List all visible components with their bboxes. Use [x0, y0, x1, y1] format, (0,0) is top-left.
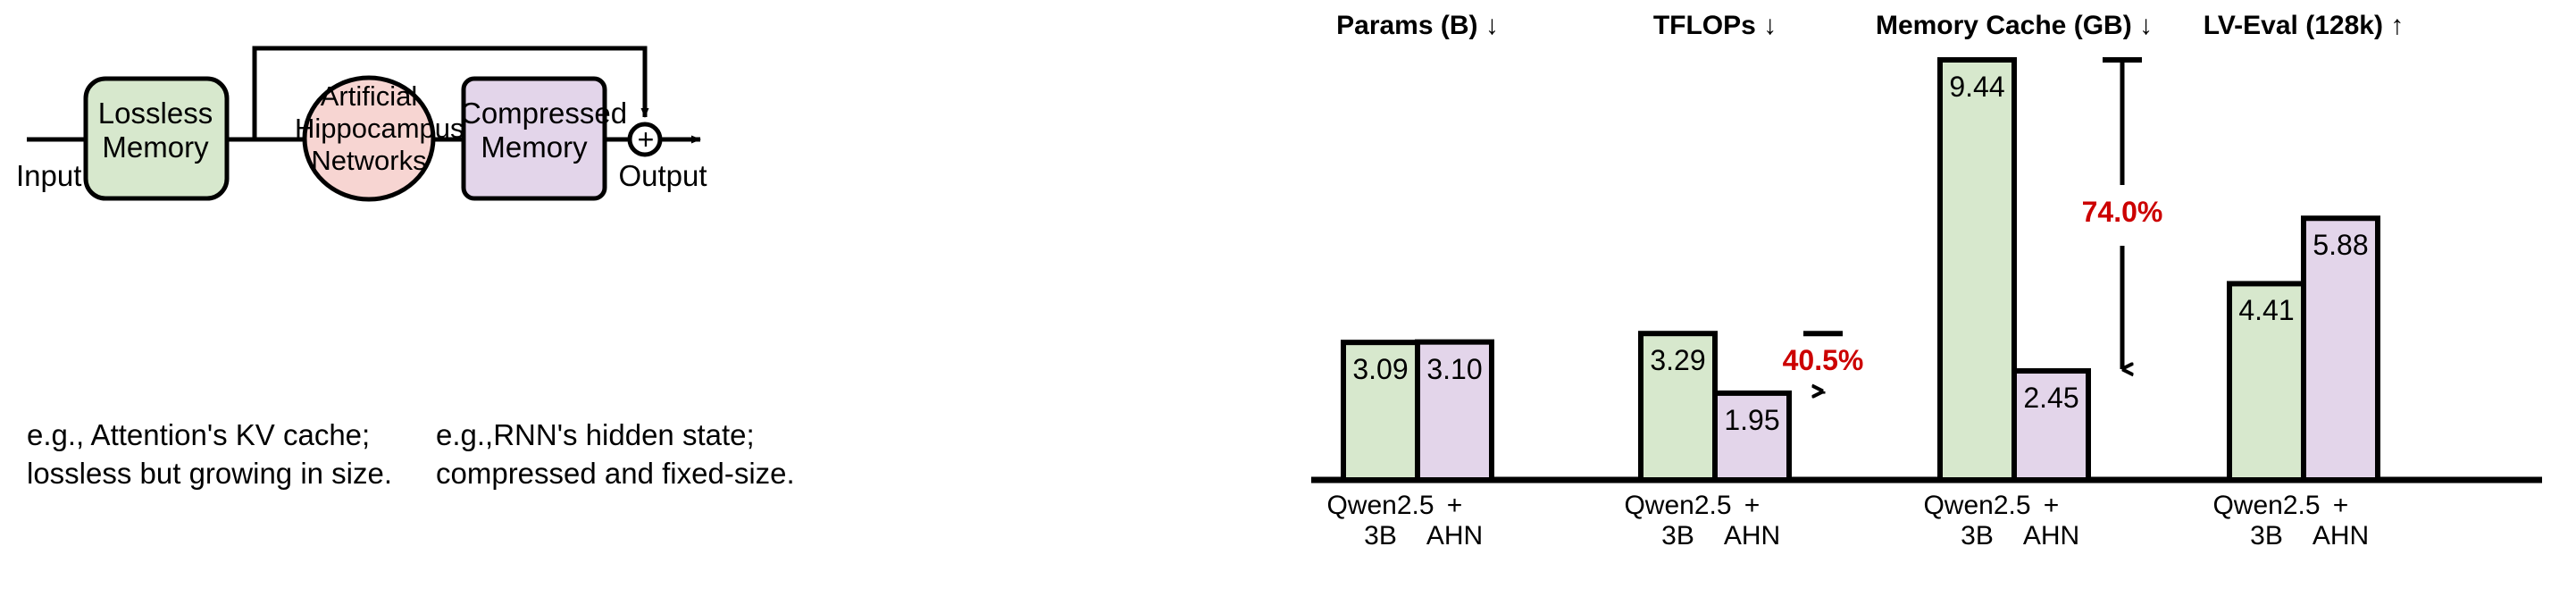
- bar-value-lv-eval-ahn: 5.88: [2313, 229, 2369, 262]
- bar-params-baseline: [1341, 340, 1420, 483]
- x-tick-params-ahn: + AHN: [1426, 491, 1484, 551]
- x-tick-lv-eval-ahn: + AHN: [2312, 491, 2370, 551]
- delta-label-memory-cache: 74.0%: [2081, 196, 2163, 228]
- diagram-canvas: [27, 46, 701, 202]
- bar-value-params-ahn: 3.10: [1426, 352, 1483, 385]
- artificial-hippocampus-networks-node: [302, 75, 436, 202]
- compressed-memory-node: [461, 76, 607, 201]
- x-tick-tflops-ahn: + AHN: [1723, 491, 1781, 551]
- lossless-memory-node: [83, 76, 230, 201]
- architecture-diagram: Lossless Memory Artificial Hippocampus N…: [16, 46, 795, 490]
- bar-params-ahn: [1415, 339, 1494, 483]
- residual-feedback-wire: [252, 46, 649, 139]
- bar-value-lv-eval-baseline: 4.41: [2238, 294, 2295, 327]
- bar-tflops-baseline: [1638, 331, 1718, 483]
- chart-group-title-memory-cache: Memory Cache (GB) ↓: [1875, 11, 2154, 40]
- bar-lv-eval-ahn: [2301, 215, 2380, 483]
- bar-value-memory-cache-baseline: 9.44: [1949, 71, 2005, 103]
- caption-lossless-memory: e.g., Attention's KV cache; lossless but…: [27, 418, 393, 490]
- x-tick-tflops-baseline: Qwen2.5 3B: [1624, 491, 1732, 551]
- bar-memory-cache-ahn: [2011, 368, 2091, 483]
- caption-compressed-memory: e.g.,RNN's hidden state; compressed and …: [436, 418, 795, 490]
- bar-value-tflops-baseline: 3.29: [1650, 344, 1706, 377]
- x-tick-lv-eval-baseline: Qwen2.5 3B: [2212, 491, 2321, 551]
- x-tick-params-baseline: Qwen2.5 3B: [1326, 491, 1434, 551]
- bar-value-tflops-ahn: 1.95: [1724, 403, 1780, 436]
- chart-group-title-tflops: TFLOPs ↓: [1652, 11, 1777, 40]
- bar-value-params-baseline: 3.09: [1352, 353, 1409, 386]
- annotations-layer: [1803, 57, 2142, 394]
- delta-label-tflops: 40.5%: [1782, 343, 1864, 376]
- chart-canvas: [1311, 57, 2542, 483]
- sum-node: [627, 122, 663, 157]
- bar-memory-cache-baseline: [1937, 57, 2017, 483]
- chart-group-title-lv-eval: LV-Eval (128k) ↑: [2203, 11, 2405, 40]
- bar-value-memory-cache-ahn: 2.45: [2023, 382, 2079, 415]
- bars-layer: [1341, 57, 2380, 483]
- bar-tflops-ahn: [1712, 390, 1792, 483]
- x-tick-memory-cache-baseline: Qwen2.5 3B: [1923, 491, 2031, 551]
- chart-group-title-params: Params (B) ↓: [1336, 11, 1499, 40]
- x-tick-memory-cache-ahn: + AHN: [2022, 491, 2080, 551]
